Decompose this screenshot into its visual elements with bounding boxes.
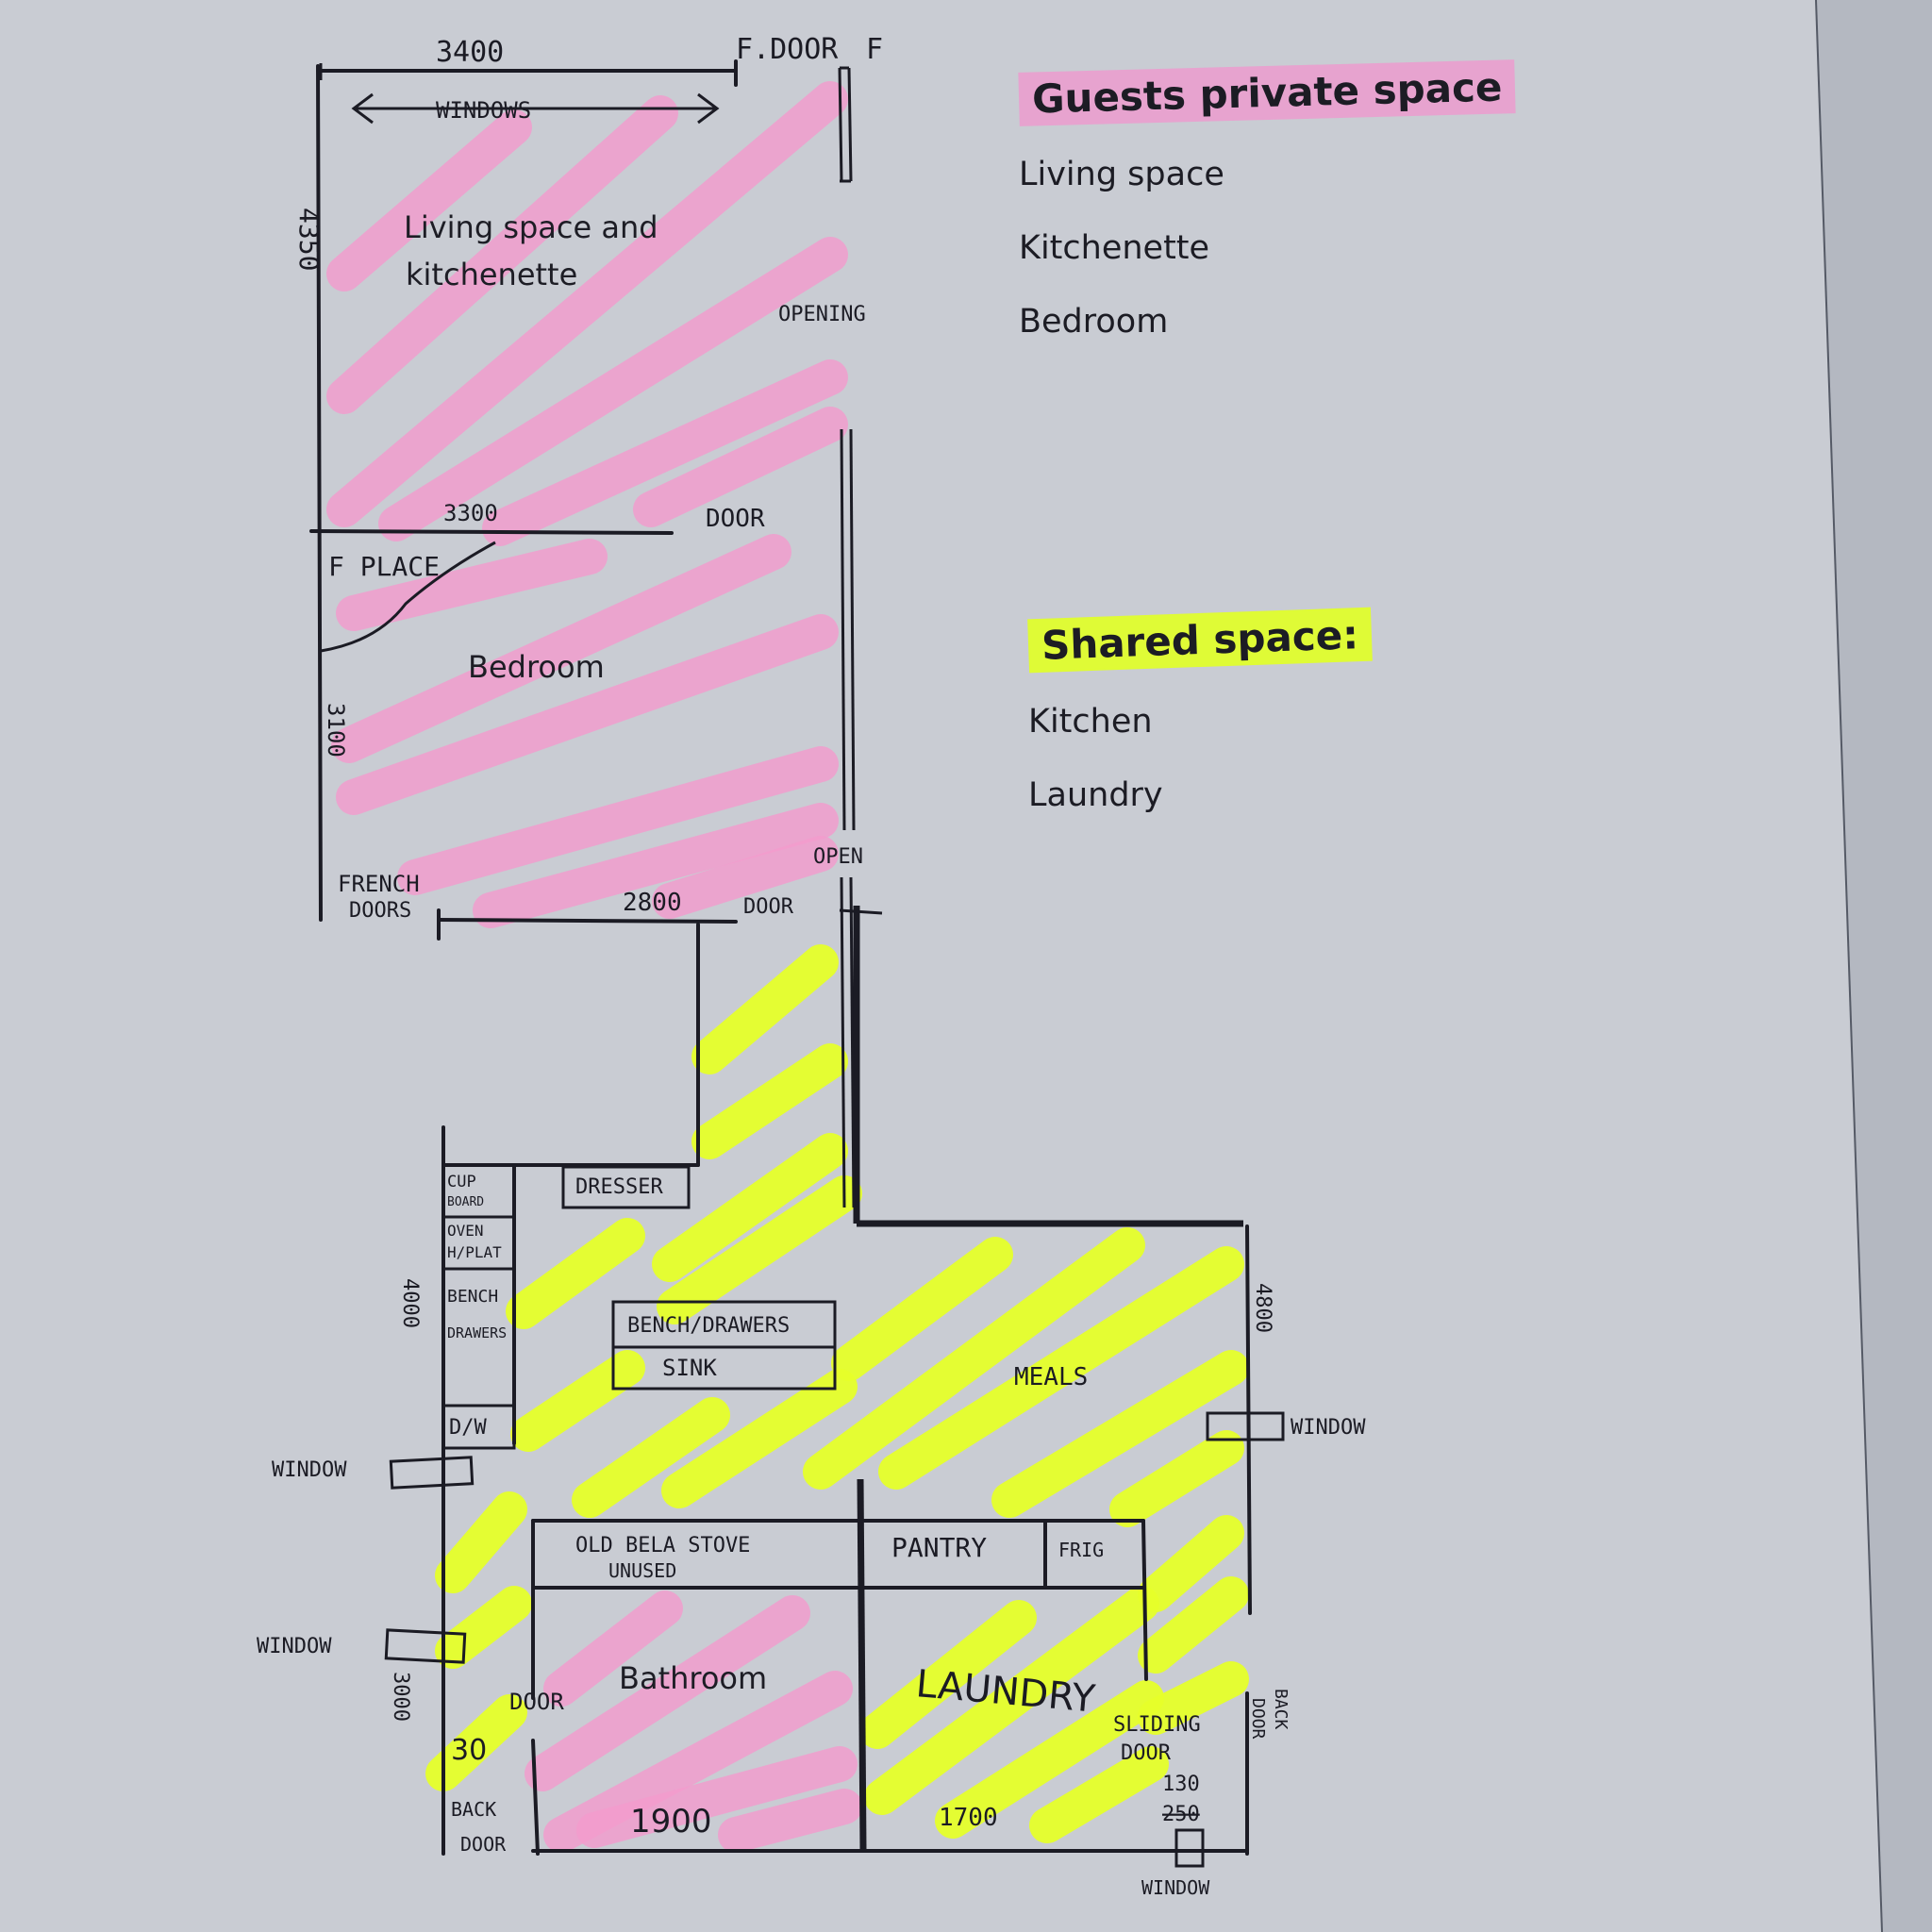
label-sliding-door-2: DOOR [1121,1741,1172,1765]
legend-shared-item-kitchen: Kitchen [1028,703,1153,741]
dim-corner-top: 130 [1162,1773,1200,1796]
label-back-door-right-1: BACK [1271,1689,1291,1730]
label-dresser: DRESSER [575,1175,663,1199]
walls [309,59,1252,1856]
shared-space-highlight [425,944,1249,1843]
dim-bath-side: 3000 [389,1672,412,1722]
dim-bedroom-side: 3100 [323,703,349,758]
label-stove-2: UNUSED [608,1559,676,1582]
label-window-bottom: WINDOW [1141,1876,1210,1899]
label-dishwasher: D/W [449,1416,487,1440]
dim-top-width: 3400 [436,36,504,69]
dim-corner-struck: 250 [1162,1803,1200,1826]
legend-private-item-kitchenette: Kitchenette [1019,229,1210,267]
label-door-bath: DOOR [509,1689,564,1715]
private-space-highlight [326,81,862,1853]
dim-left-height: 4350 [293,208,325,271]
label-door-mid: DOOR [706,505,765,533]
label-bench-drawers-left-1: BENCH [447,1287,498,1307]
paper-edge-line [1815,0,1883,1932]
label-f-mark: F [866,33,883,66]
label-sink: SINK [662,1355,717,1381]
heavy-walls [853,906,1243,1850]
label-back-door-right-2: DOOR [1248,1698,1268,1740]
label-cup-board-1: CUP [447,1173,476,1191]
legend-private-title: Guests private space [1018,59,1517,126]
legend-private-space: Guests private space Living space Kitche… [1018,59,1517,341]
legend-shared-space: Shared space: Kitchen Laundry [1027,607,1373,814]
label-oven-2: H/PLAT [447,1243,502,1261]
label-stove-1: OLD BELA STOVE [575,1534,750,1557]
label-fireplace: F PLACE [328,551,440,582]
legend-private-item-living: Living space [1019,156,1224,193]
label-pantry: PANTRY [891,1532,987,1563]
label-window-left-1: WINDOW [272,1458,347,1482]
legend-private-item-bedroom: Bedroom [1019,303,1169,341]
dim-mid-width: 3300 [443,500,498,526]
right-wall-openings [838,66,883,1208]
label-opening: OPENING [778,303,866,326]
dim-bath-bottom: 1900 [630,1803,712,1840]
label-meals: MEALS [1014,1363,1088,1391]
label-back-door-left-1: BACK [451,1798,496,1821]
room-label-bedroom: Bedroom [468,649,605,685]
label-window-left-2: WINDOW [257,1635,332,1658]
room-label-bathroom: Bathroom [619,1660,767,1696]
label-french-doors-2: DOORS [349,899,411,923]
dim-bath-small: 30 [451,1734,487,1767]
label-windows: WINDOWS [436,97,531,124]
label-sliding-door-1: SLIDING [1113,1713,1201,1737]
sketch-marks [319,63,720,653]
label-french-doors-1: FRENCH [338,871,420,897]
label-window-right: WINDOW [1291,1416,1366,1440]
dim-laundry-bottom: 1700 [939,1804,998,1832]
label-f-door: F.DOOR [736,33,839,66]
room-label-living-1: Living space and [404,209,658,245]
dim-kitchen-side: 4000 [398,1278,422,1328]
label-door-lower: DOOR [743,895,794,919]
dim-lower-width: 2800 [623,889,682,917]
label-bench-drawers: BENCH/DRAWERS [627,1314,790,1338]
legend-shared-title: Shared space: [1027,607,1373,674]
legend-shared-item-laundry: Laundry [1028,776,1163,814]
label-fridge: FRIG [1058,1539,1104,1561]
label-open: OPEN [813,845,863,869]
label-oven-1: OVEN [447,1222,484,1240]
plan-annotations: 3400 F.DOOR F WINDOWS 4350 OPENING 3300 … [257,33,1366,1899]
paper-edge-shadow [1816,0,1932,1932]
label-back-door-left-2: DOOR [460,1833,507,1856]
kitchen-fittings [384,1163,1285,1868]
label-cup-board-2: BOARD [447,1195,484,1209]
label-bench-drawers-left-2: DRAWERS [447,1324,507,1341]
dim-meals-side: 4800 [1251,1283,1274,1333]
room-label-living-2: kitchenette [406,257,577,292]
